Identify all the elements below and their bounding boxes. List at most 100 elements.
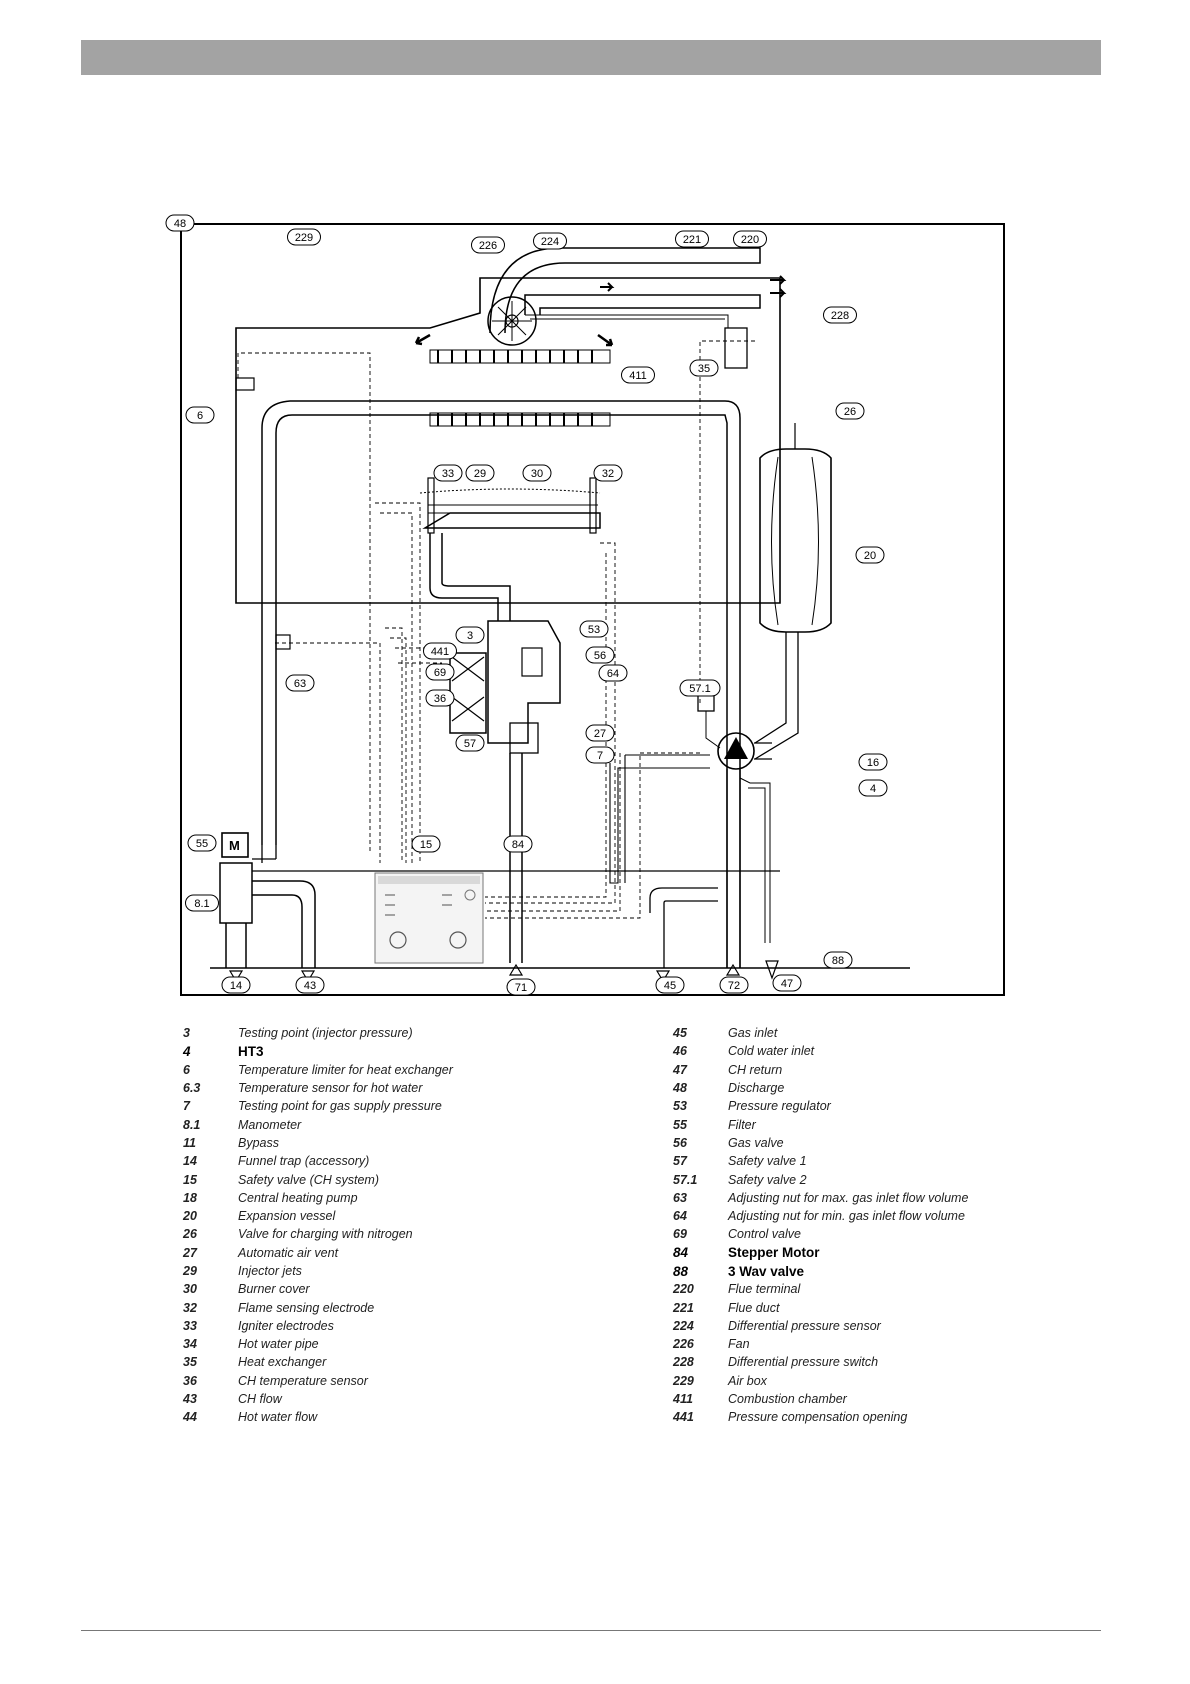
three-way-valve xyxy=(219,862,253,924)
svg-text:6: 6 xyxy=(197,410,203,422)
svg-text:36: 36 xyxy=(434,693,446,705)
svg-text:441: 441 xyxy=(431,646,449,658)
svg-text:224: 224 xyxy=(541,236,559,248)
temp-limiter-6 xyxy=(235,377,255,391)
svg-text:228: 228 xyxy=(831,310,849,322)
svg-text:14: 14 xyxy=(230,980,242,992)
callout-47: 47 xyxy=(772,974,802,992)
callout-43: 43 xyxy=(295,976,325,994)
svg-text:32: 32 xyxy=(602,468,614,480)
callout-441: 441 xyxy=(423,642,457,660)
callout-3: 3 xyxy=(455,626,485,644)
svg-text:57: 57 xyxy=(464,738,476,750)
callout-20: 20 xyxy=(855,546,885,564)
control-panel-ht3 xyxy=(374,872,484,964)
pressure-switch xyxy=(724,327,748,369)
svg-text:72: 72 xyxy=(728,980,740,992)
header-bar xyxy=(81,40,1101,75)
callout-72: 72 xyxy=(719,976,749,994)
svg-text:88: 88 xyxy=(832,955,844,967)
svg-text:411: 411 xyxy=(629,370,647,382)
air-box xyxy=(235,277,781,604)
callout-8-1: 8.1 xyxy=(185,894,219,912)
svg-text:7: 7 xyxy=(597,750,603,762)
callout-15: 15 xyxy=(411,835,441,853)
svg-text:63: 63 xyxy=(294,678,306,690)
svg-text:20: 20 xyxy=(864,550,876,562)
callout-88: 88 xyxy=(823,951,853,969)
burner xyxy=(422,512,601,529)
callout-63: 63 xyxy=(285,674,315,692)
svg-text:29: 29 xyxy=(474,468,486,480)
callout-26: 26 xyxy=(835,402,865,420)
svg-text:64: 64 xyxy=(607,668,619,680)
heat-exchanger-pipe xyxy=(261,400,741,968)
svg-text:35: 35 xyxy=(698,363,710,375)
svg-text:221: 221 xyxy=(683,234,701,246)
svg-text:45: 45 xyxy=(664,980,676,992)
callout-228: 228 xyxy=(823,306,857,324)
flue-duct-outer xyxy=(489,247,761,334)
svg-text:53: 53 xyxy=(588,624,600,636)
svg-text:27: 27 xyxy=(594,728,606,740)
svg-text:3: 3 xyxy=(467,630,473,642)
svg-text:220: 220 xyxy=(741,234,759,246)
svg-text:55: 55 xyxy=(196,838,208,850)
solenoids xyxy=(449,652,487,734)
callout-35: 35 xyxy=(689,359,719,377)
callout-33: 33 xyxy=(433,464,463,482)
svg-text:4: 4 xyxy=(870,783,876,795)
svg-text:15: 15 xyxy=(420,839,432,851)
callout-229: 229 xyxy=(287,228,321,246)
svg-text:229: 229 xyxy=(295,232,313,244)
callout-53: 53 xyxy=(579,620,609,638)
callout-27: 27 xyxy=(585,724,615,742)
callout-36: 36 xyxy=(425,689,455,707)
svg-text:30: 30 xyxy=(531,468,543,480)
svg-text:57.1: 57.1 xyxy=(689,683,710,695)
stepper-motor xyxy=(221,832,249,858)
svg-text:M: M xyxy=(229,838,240,853)
callout-45: 45 xyxy=(655,976,685,994)
gas-valve xyxy=(487,620,561,744)
svg-text:56: 56 xyxy=(594,650,606,662)
callout-7: 7 xyxy=(585,746,615,764)
svg-text:47: 47 xyxy=(781,978,793,990)
callout-226: 226 xyxy=(471,236,505,254)
svg-text:226: 226 xyxy=(479,240,497,252)
callout-411: 411 xyxy=(621,366,655,384)
callout-64: 64 xyxy=(598,664,628,682)
svg-text:16: 16 xyxy=(867,757,879,769)
temp-sensor-36 xyxy=(275,634,291,650)
pump xyxy=(717,732,755,770)
callout-57-1: 57.1 xyxy=(679,679,721,697)
